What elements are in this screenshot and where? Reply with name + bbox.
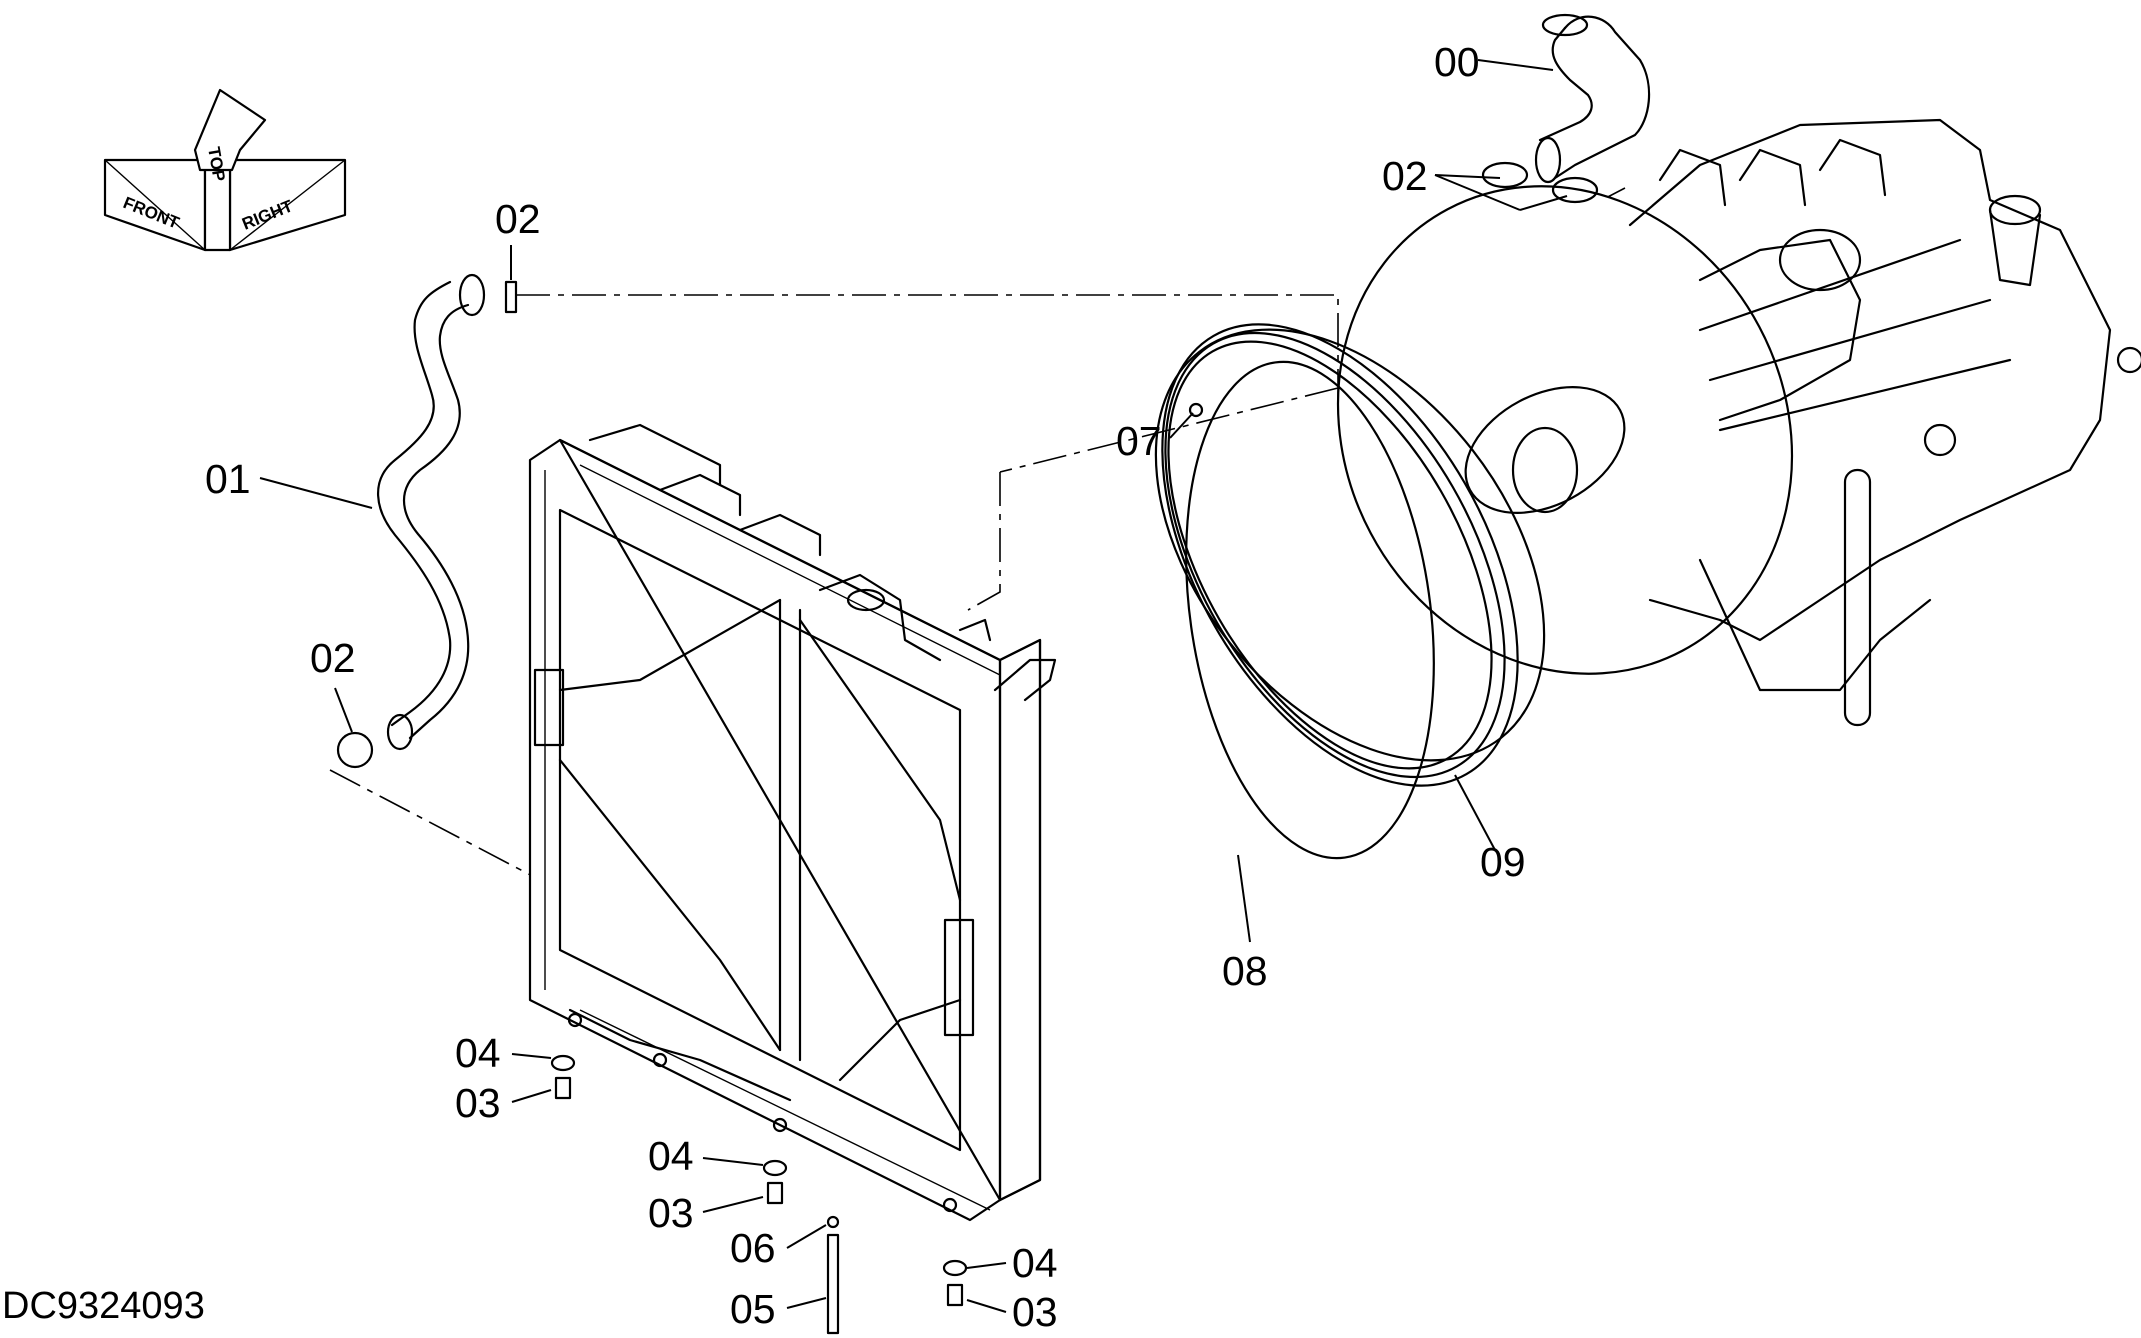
bolt-a (554, 1076, 572, 1100)
drain-tube (826, 1233, 840, 1335)
callout-02-top: 02 (495, 196, 541, 242)
washer-b (762, 1159, 788, 1177)
callout-03-b: 03 (648, 1190, 694, 1236)
callout-02-left: 02 (310, 635, 356, 681)
callout-03-c: 03 (1012, 1289, 1058, 1335)
clamp-left (336, 731, 374, 769)
callout-07: 07 (1116, 418, 1162, 464)
callout-09: 09 (1480, 839, 1526, 885)
callout-03-a: 03 (455, 1080, 501, 1126)
callout-06: 06 (730, 1225, 776, 1271)
hardware (336, 161, 1599, 1335)
callout-01: 01 (205, 456, 251, 502)
callout-00: 00 (1434, 39, 1480, 85)
bolt-c (946, 1283, 964, 1307)
callout-08: 08 (1222, 948, 1268, 994)
callout-labels: 00 02 02 01 02 07 09 08 04 03 04 03 06 0… (205, 39, 1526, 1335)
callout-04-b: 04 (648, 1133, 694, 1179)
drawing-id: DC9324093 (2, 1285, 205, 1327)
bolt-b (766, 1181, 784, 1205)
lower-hose (377, 273, 486, 751)
shroud-rings (1154, 323, 1546, 860)
radiator (528, 423, 1057, 1222)
clamp-top (504, 280, 518, 314)
clamp-upper-b (1551, 176, 1599, 204)
engine (1336, 118, 2141, 727)
washer-a (550, 1054, 576, 1072)
clamp-upper-a (1481, 161, 1529, 189)
washer-c (942, 1259, 968, 1277)
leader-lines (259, 59, 1568, 1313)
callout-04-a: 04 (455, 1030, 501, 1076)
callout-02-upper: 02 (1382, 153, 1428, 199)
upper-hose (1534, 13, 1651, 184)
plug (826, 1215, 840, 1229)
callout-05: 05 (730, 1286, 776, 1332)
orientation-indicator: FRONT TOP RIGHT (103, 88, 347, 252)
callout-04-c: 04 (1012, 1240, 1058, 1286)
